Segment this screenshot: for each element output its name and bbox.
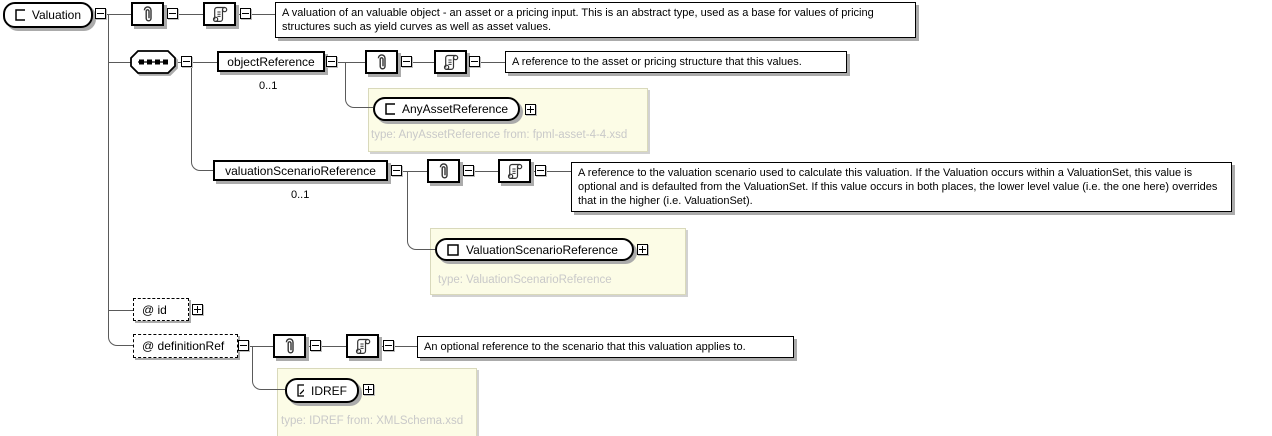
scroll-icon <box>212 6 227 22</box>
element-box-objectreference[interactable]: objectReference <box>217 51 325 72</box>
connector-line <box>108 310 133 311</box>
documentation-text: A reference to the asset or pricing stru… <box>505 51 847 73</box>
collapse-toggle[interactable] <box>391 165 402 176</box>
scroll-icon <box>507 163 522 179</box>
minus-icon <box>393 170 400 171</box>
collapse-toggle[interactable] <box>181 56 192 67</box>
paperclip-icon <box>377 53 386 69</box>
minus-icon <box>183 61 190 62</box>
minus-icon <box>465 170 472 171</box>
type-note: type: AnyAssetReference from: fpml-asset… <box>371 129 628 141</box>
cardinality-label: 0..1 <box>259 80 278 92</box>
documentation-box[interactable] <box>498 159 531 183</box>
cardinality-label: 0..1 <box>291 189 310 201</box>
minus-icon <box>403 61 410 62</box>
documentation-box[interactable] <box>203 2 236 26</box>
type-note: type: ValuationScenarioReference <box>438 274 612 286</box>
type-label: IDREF <box>311 383 347 398</box>
collapse-toggle[interactable] <box>469 56 480 67</box>
collapse-toggle[interactable] <box>238 340 249 351</box>
minus-icon <box>240 345 247 346</box>
type-box-any-asset-reference[interactable]: AnyAssetReference <box>373 97 520 121</box>
documentation-text: A valuation of an valuable object - an a… <box>275 2 916 38</box>
expand-toggle[interactable] <box>192 304 203 315</box>
minus-icon <box>471 61 478 62</box>
element-label: valuationScenarioReference <box>225 163 376 178</box>
type-box-valuation-scenario-reference[interactable]: ValuationScenarioReference <box>435 238 634 261</box>
minus-icon <box>312 345 319 346</box>
scroll-icon <box>443 54 458 70</box>
paperclip-icon <box>285 337 294 353</box>
connector-line <box>191 62 213 171</box>
plus-icon <box>194 306 201 313</box>
connector-line <box>388 171 571 172</box>
square-icon <box>385 103 395 115</box>
annotation-box[interactable] <box>427 159 460 183</box>
square-icon <box>15 9 25 21</box>
documentation-text: An optional reference to the scenario th… <box>417 336 794 358</box>
collapse-toggle[interactable] <box>401 56 412 67</box>
diagonal-square-icon <box>297 384 304 397</box>
sequence-compositor[interactable] <box>130 50 176 79</box>
minus-icon <box>385 345 392 346</box>
minus-icon <box>97 13 104 14</box>
element-label: Valuation <box>31 8 81 22</box>
connector-line <box>93 14 275 15</box>
connector-line <box>252 346 285 390</box>
connector-line <box>345 62 373 108</box>
documentation-box[interactable] <box>434 50 467 74</box>
connector-line <box>238 346 417 347</box>
sequence-dots-icon <box>130 50 176 74</box>
type-note: type: IDREF from: XMLSchema.xsd <box>281 415 464 427</box>
annotation-box[interactable] <box>273 334 306 358</box>
type-box-idref[interactable]: IDREF <box>285 378 359 403</box>
element-box-valuationscenarioreference[interactable]: valuationScenarioReference <box>213 160 388 181</box>
minus-icon <box>537 170 544 171</box>
scroll-icon <box>355 338 370 354</box>
element-label: objectReference <box>227 54 315 69</box>
connector-line <box>108 62 131 63</box>
collapse-toggle[interactable] <box>310 340 321 351</box>
minus-icon <box>242 13 249 14</box>
connector-trunk <box>108 14 133 346</box>
collapse-toggle[interactable] <box>167 8 178 19</box>
plus-icon <box>639 246 646 253</box>
plus-icon <box>527 106 534 113</box>
attribute-box-definitionref[interactable]: @ definitionRef <box>133 334 238 358</box>
connector-line <box>407 171 436 250</box>
element-box-valuation[interactable]: Valuation <box>3 2 93 28</box>
collapse-toggle[interactable] <box>95 8 106 19</box>
collapse-toggle[interactable] <box>240 8 251 19</box>
paperclip-icon <box>439 162 448 178</box>
attribute-box-id[interactable]: @ id <box>133 298 189 321</box>
minus-icon <box>169 13 176 14</box>
documentation-box[interactable] <box>346 334 379 358</box>
expand-toggle[interactable] <box>637 244 648 255</box>
collapse-toggle[interactable] <box>383 340 394 351</box>
documentation-text: A reference to the valuation scenario us… <box>571 162 1232 212</box>
expand-toggle[interactable] <box>525 104 536 115</box>
expand-toggle[interactable] <box>363 384 374 395</box>
paperclip-icon <box>143 5 152 21</box>
plus-icon <box>365 386 372 393</box>
attribute-label: @ definitionRef <box>142 339 225 353</box>
attribute-label: @ id <box>142 302 167 317</box>
minus-icon <box>328 61 335 62</box>
annotation-box[interactable] <box>131 2 164 26</box>
type-label: ValuationScenarioReference <box>466 242 618 257</box>
type-label: AnyAssetReference <box>401 102 508 116</box>
collapse-toggle[interactable] <box>463 165 474 176</box>
connector-line <box>325 62 505 63</box>
collapse-toggle[interactable] <box>535 165 546 176</box>
collapse-toggle[interactable] <box>326 56 337 67</box>
annotation-box[interactable] <box>365 50 398 74</box>
square-icon <box>447 243 459 256</box>
